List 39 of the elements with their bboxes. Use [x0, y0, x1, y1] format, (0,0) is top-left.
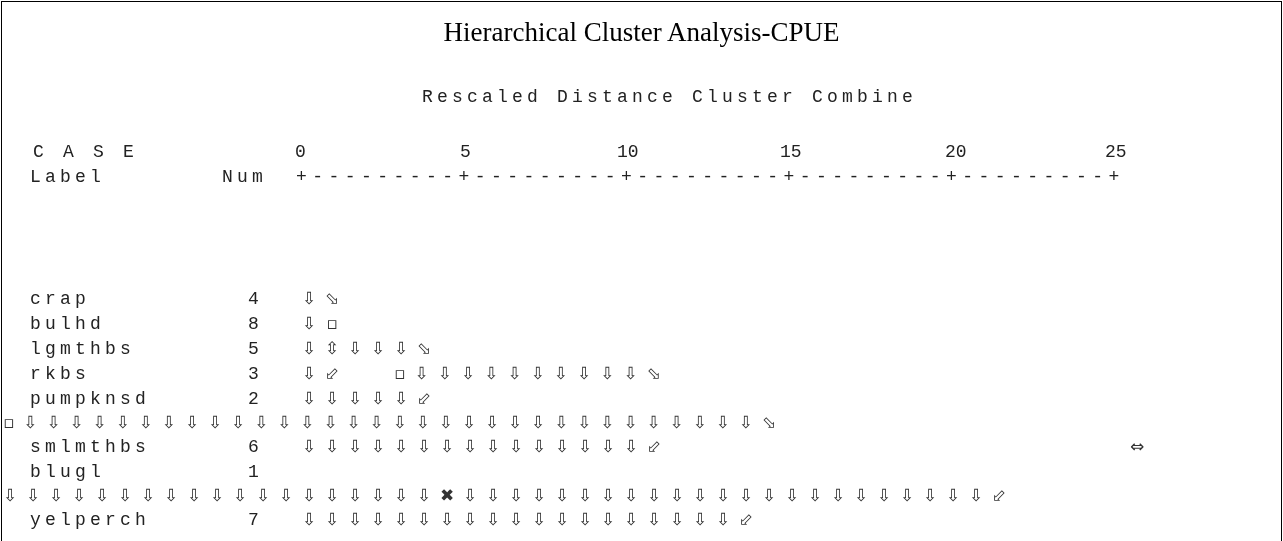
cluster-symbols: ⇩⬂ — [302, 290, 348, 307]
cluster-symbols: ▫⇩⇩⇩⇩⇩⇩⇩⇩⇩⇩⇩⇩⇩⇩⇩⇩⇩⇩⇩⇩⇩⇩⇩⇩⇩⇩⇩⇩⇩⇩⇩⇩⬂ — [3, 414, 785, 431]
header-text: Label — [30, 168, 105, 186]
header-text: C A S E — [33, 143, 138, 161]
scale-tick-label: 0 — [295, 143, 306, 161]
cluster-symbols: ⇩▫ — [302, 315, 348, 332]
case-number: 6 — [248, 438, 259, 456]
cluster-symbols: ⇩⬃ — [302, 365, 348, 382]
cluster-symbols: ⇩⇩⇩⇩⇩⇩⇩⇩⇩⇩⇩⇩⇩⇩⇩⇩⇩⇩⇩⬃ — [302, 511, 762, 528]
scale-tick-label: 10 — [617, 143, 639, 161]
cluster-symbols: ⇩⇩⇩⇩⇩⬃ — [302, 390, 440, 407]
case-number: 7 — [248, 511, 259, 529]
cluster-symbols: ⇔ — [1130, 438, 1153, 455]
case-label: smlmthbs — [30, 438, 150, 456]
header-text: Num — [222, 168, 267, 186]
case-label: rkbs — [30, 365, 90, 383]
cluster-symbols: ⇩⇩⇩⇩⇩⇩⇩⇩⇩⇩⇩⇩⇩⇩⇩⇩⇩⇩⇩✖⇩⇩⇩⇩⇩⇩⇩⇩⇩⇩⇩⇩⇩⇩⇩⇩⇩⇩⇩⇩⇩⇩⇩⬃ — [3, 487, 1015, 504]
case-number: 3 — [248, 365, 259, 383]
cluster-symbols: ⇩⇳⇩⇩⇩⬂ — [302, 340, 440, 357]
case-label: yelperch — [30, 511, 150, 529]
header-text: Rescaled Distance Cluster Combine — [422, 88, 918, 106]
case-label: crap — [30, 290, 90, 308]
scale-tick-label: 20 — [945, 143, 967, 161]
title: Hierarchical Cluster Analysis-CPUE — [442, 17, 841, 48]
case-label: blugl — [30, 463, 105, 481]
scale-tick-label: 25 — [1105, 143, 1127, 161]
cluster-symbols: ⇩⇩⇩⇩⇩⇩⇩⇩⇩⇩⇩⇩⇩⇩⇩⬃ — [302, 438, 670, 455]
case-number: 1 — [248, 463, 259, 481]
scale-ruler: +---------+---------+---------+---------+---------+ — [296, 168, 1125, 186]
case-number: 4 — [248, 290, 259, 308]
case-label: lgmthbs — [30, 340, 135, 358]
case-label: bulhd — [30, 315, 105, 333]
case-number: 2 — [248, 390, 259, 408]
case-label: pumpknsd — [30, 390, 150, 408]
scale-tick-label: 15 — [780, 143, 802, 161]
scale-tick-label: 5 — [460, 143, 471, 161]
cluster-symbols: ▫⇩⇩⇩⇩⇩⇩⇩⇩⇩⇩⬂ — [394, 365, 670, 382]
case-number: 5 — [248, 340, 259, 358]
case-number: 8 — [248, 315, 259, 333]
